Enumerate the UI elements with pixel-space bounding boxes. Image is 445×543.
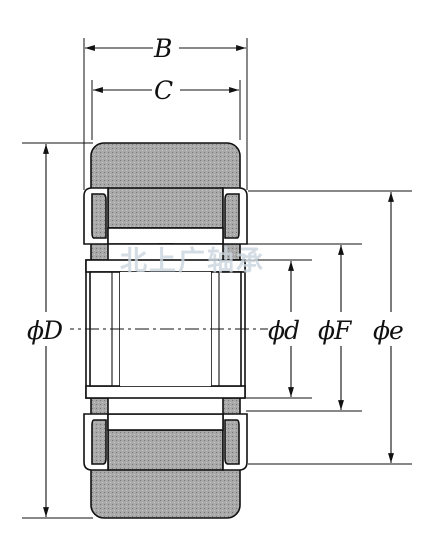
label-phi-d-symbol: ϕ xyxy=(268,316,285,345)
watermark-text: 北上广轴承 xyxy=(120,246,265,277)
outer-ring-bottom xyxy=(107,413,224,431)
label-B: B xyxy=(153,34,172,63)
seal-top-left xyxy=(83,187,109,245)
extension-lines xyxy=(22,38,412,519)
label-mask-D xyxy=(26,312,70,346)
label-mask-C xyxy=(152,74,180,104)
label-phi-F-symbol: ϕ xyxy=(318,316,335,345)
label-F: F xyxy=(333,316,353,345)
label-e: e xyxy=(389,316,404,345)
seal-bottom-left xyxy=(83,413,109,471)
outer-ring-top xyxy=(107,227,224,245)
inner-tire-top xyxy=(107,187,224,229)
label-mask-e xyxy=(371,312,411,346)
seal-bottom-right xyxy=(222,413,248,471)
label-D: D xyxy=(42,316,63,345)
label-mask-F xyxy=(318,312,358,346)
label-C: C xyxy=(154,76,173,105)
seal-top-right xyxy=(222,187,248,245)
label-phi-D-symbol: ϕ xyxy=(27,316,44,345)
inner-tire-bottom xyxy=(107,429,224,471)
label-mask-d xyxy=(268,312,306,346)
label-phi-e-symbol: ϕ xyxy=(373,316,390,345)
label-mask-B xyxy=(153,32,179,62)
label-d: d xyxy=(284,316,300,345)
